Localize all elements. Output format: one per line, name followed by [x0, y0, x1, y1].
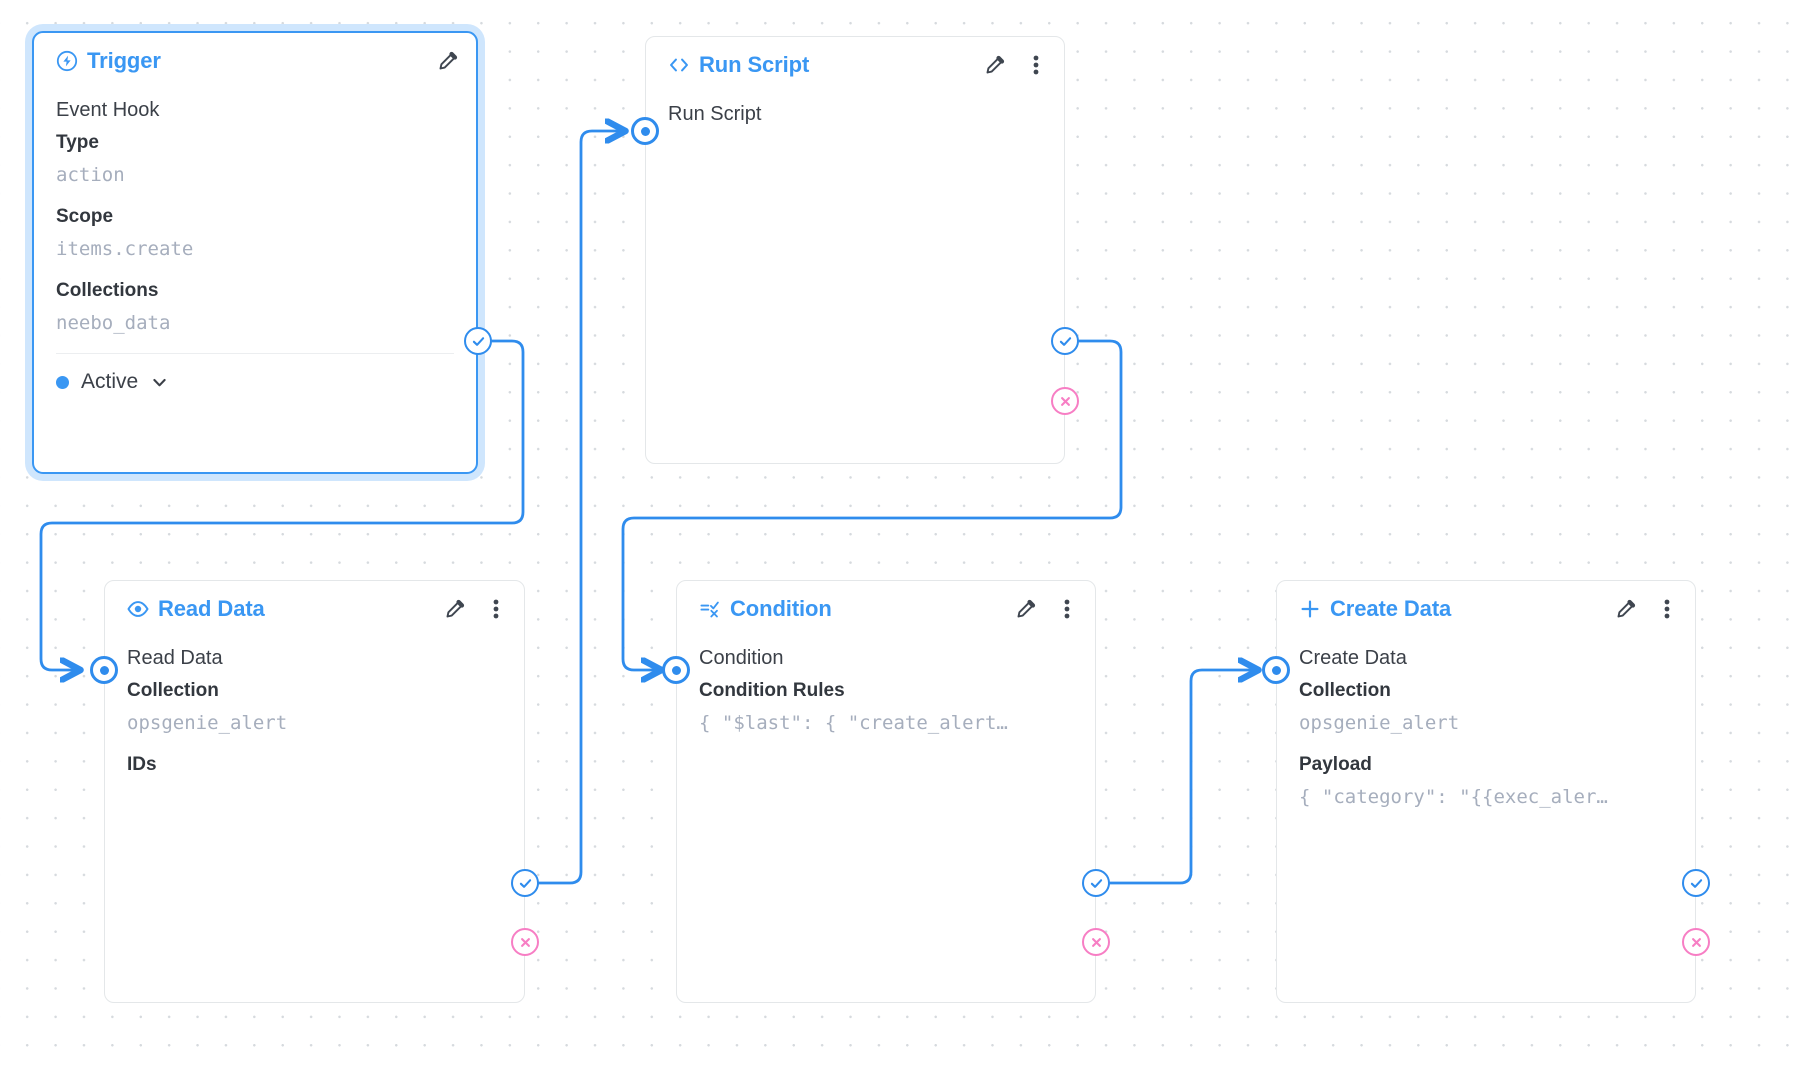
field-value-condition-rules: { "$last": { "create_alert…	[699, 712, 1008, 734]
node-run-script-row-name: Run Script	[668, 103, 762, 125]
field-label-collections: Collections	[56, 280, 159, 301]
node-condition-body: Condition Condition Rules { "$last": { "…	[677, 637, 1095, 739]
read-data-resolve-handle[interactable]	[511, 869, 539, 897]
node-read-data-header: Read Data	[105, 581, 524, 637]
status-dot-icon	[56, 375, 69, 389]
node-create-data-title-text: Create Data	[1330, 596, 1452, 621]
node-trigger-body: Event Hook Type action Scope items.creat…	[34, 89, 476, 339]
node-condition-title-text: Condition	[730, 596, 832, 621]
create-data-input-handle[interactable]	[1262, 656, 1290, 684]
node-run-script[interactable]: Run Script Run Scr	[645, 36, 1065, 464]
read-data-reject-handle[interactable]	[511, 928, 539, 956]
node-read-data-title: Read Data	[127, 596, 265, 622]
pencil-icon[interactable]	[443, 597, 467, 621]
node-condition-actions	[1014, 597, 1079, 621]
node-trigger-header: Trigger	[34, 33, 476, 89]
node-create-data-row-name: Create Data	[1299, 647, 1407, 669]
kebab-menu-icon[interactable]	[1055, 597, 1079, 621]
node-trigger-row-name: Event Hook	[56, 99, 160, 121]
condition-icon	[699, 598, 721, 620]
node-create-data-actions	[1614, 597, 1679, 621]
pencil-icon[interactable]	[436, 49, 460, 73]
node-condition-row-name: Condition	[699, 647, 784, 669]
condition-resolve-handle[interactable]	[1082, 869, 1110, 897]
eye-icon	[127, 598, 149, 620]
trigger-status-dropdown[interactable]: Active	[34, 354, 476, 394]
field-value-payload: { "category": "{{exec_aler…	[1299, 786, 1608, 808]
node-create-data-body: Create Data Collection opsgenie_alert Pa…	[1277, 637, 1695, 813]
node-create-data[interactable]: Create Data Create	[1276, 580, 1696, 1003]
field-label-condition-rules: Condition Rules	[699, 680, 845, 701]
chevron-down-icon	[150, 373, 169, 392]
node-read-data[interactable]: Read Data Read Dat	[104, 580, 525, 1003]
pencil-icon[interactable]	[983, 53, 1007, 77]
create-data-resolve-handle[interactable]	[1682, 869, 1710, 897]
create-data-reject-handle[interactable]	[1682, 928, 1710, 956]
edge-condition-to-create-data	[1106, 670, 1258, 885]
node-create-data-title: Create Data	[1299, 596, 1451, 622]
run-script-reject-handle[interactable]	[1051, 387, 1079, 415]
field-label-collection: Collection	[1299, 680, 1391, 701]
field-label-payload: Payload	[1299, 754, 1372, 775]
spacer	[56, 265, 454, 275]
bolt-circle-icon	[56, 50, 78, 72]
node-run-script-header: Run Script	[646, 37, 1064, 93]
pencil-icon[interactable]	[1614, 597, 1638, 621]
run-script-input-handle[interactable]	[631, 117, 659, 145]
field-label-type: Type	[56, 132, 99, 153]
field-value-collection: opsgenie_alert	[127, 712, 288, 734]
field-value-collection: opsgenie_alert	[1299, 712, 1460, 734]
node-condition-title: Condition	[699, 596, 832, 622]
condition-input-handle[interactable]	[662, 656, 690, 684]
node-read-data-title-text: Read Data	[158, 596, 265, 621]
node-run-script-body: Run Script	[646, 93, 1064, 131]
node-trigger-title-text: Trigger	[87, 48, 161, 73]
spacer	[56, 191, 454, 201]
field-value-collections: neebo_data	[56, 312, 171, 334]
field-label-collection: Collection	[127, 680, 219, 701]
spacer	[1299, 739, 1673, 749]
edge-read-data-to-run-script	[536, 131, 625, 885]
read-data-input-handle[interactable]	[90, 656, 118, 684]
run-script-resolve-handle[interactable]	[1051, 327, 1079, 355]
field-label-ids: IDs	[127, 754, 157, 775]
node-run-script-title-text: Run Script	[699, 52, 810, 77]
field-label-scope: Scope	[56, 206, 114, 227]
node-condition-header: Condition	[677, 581, 1095, 637]
node-trigger-title: Trigger	[56, 48, 161, 74]
kebab-menu-icon[interactable]	[1024, 53, 1048, 77]
pencil-icon[interactable]	[1014, 597, 1038, 621]
node-read-data-body: Read Data Collection opsgenie_alert IDs	[105, 637, 524, 781]
node-trigger-actions	[436, 49, 460, 73]
node-run-script-title: Run Script	[668, 52, 809, 78]
node-condition[interactable]: Condition Conditio	[676, 580, 1096, 1003]
plus-icon	[1299, 598, 1321, 620]
kebab-menu-icon[interactable]	[484, 597, 508, 621]
node-read-data-row-name: Read Data	[127, 647, 223, 669]
spacer	[127, 739, 502, 749]
node-run-script-actions	[983, 53, 1048, 77]
field-value-type: action	[56, 164, 125, 186]
node-read-data-actions	[443, 597, 508, 621]
node-create-data-header: Create Data	[1277, 581, 1695, 637]
trigger-resolve-handle[interactable]	[464, 327, 492, 355]
node-trigger[interactable]: Trigger Event Hook Type action Scope ite…	[32, 31, 478, 474]
code-brackets-icon	[668, 54, 690, 76]
condition-reject-handle[interactable]	[1082, 928, 1110, 956]
field-value-scope: items.create	[56, 238, 194, 260]
status-label: Active	[81, 370, 139, 393]
kebab-menu-icon[interactable]	[1655, 597, 1679, 621]
